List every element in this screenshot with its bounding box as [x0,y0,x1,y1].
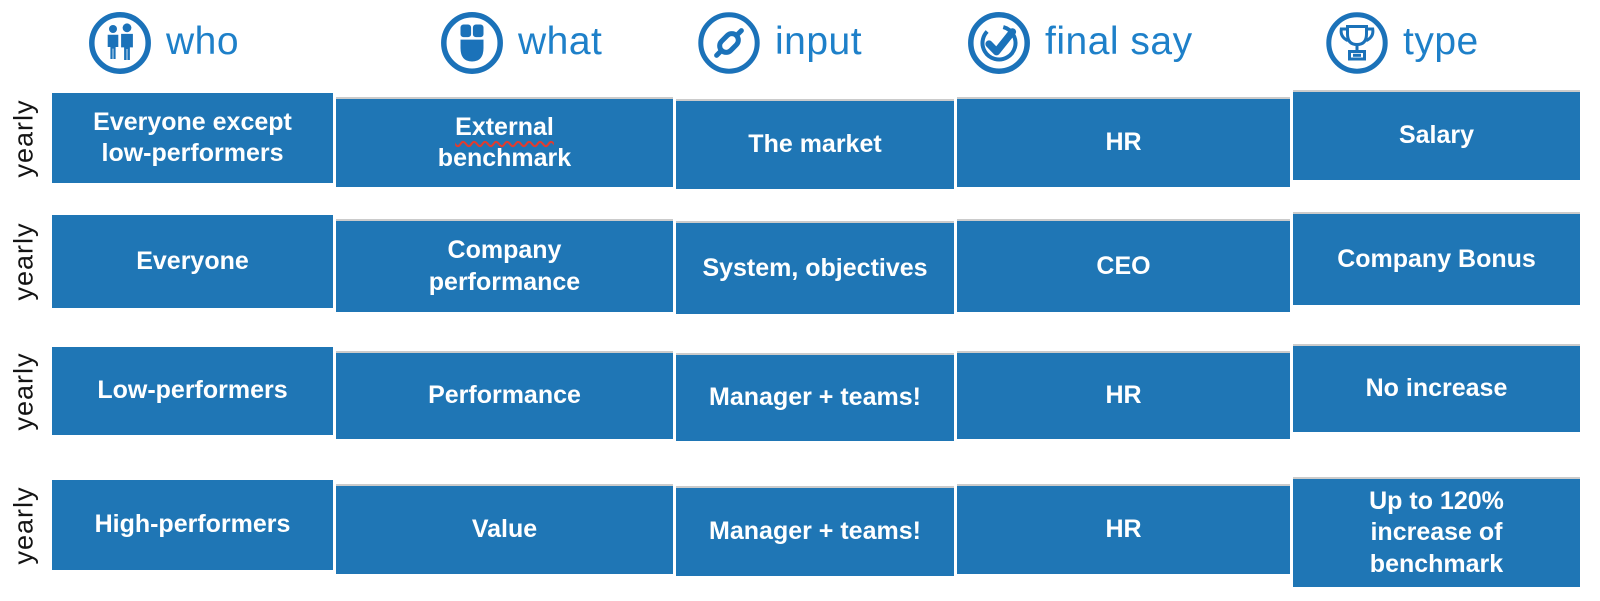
column-header-label: final say [1045,19,1193,63]
row3-who-cell: Low-performers [52,347,333,435]
column-header-input: input [697,9,862,77]
row1-input-cell: The market [676,99,954,189]
row4-input-cell: Manager + teams! [676,486,954,576]
row2-final-say-cell: CEO [957,219,1290,312]
column-header-label: type [1403,19,1479,63]
row1-final-say-cell: HR [957,97,1290,187]
row2-input-cell: System, objectives [676,221,954,314]
link-icon [697,11,761,75]
row1-period-label: yearly [9,98,39,178]
row2-period-label: yearly [9,222,39,301]
row3-what-cell: Performance [336,351,673,439]
check-icon [967,11,1031,75]
column-header-final-say: final say [967,9,1193,77]
row1-who-cell: Everyone except low-performers [52,93,333,183]
row4-who-cell: High-performers [52,480,333,570]
row1-type-cell: Salary [1293,90,1580,180]
row3-input-cell: Manager + teams! [676,353,954,441]
row2-what-cell: Company performance [336,219,673,312]
column-header-label: who [166,19,240,63]
row3-final-say-cell: HR [957,351,1290,439]
row4-final-say-cell: HR [957,484,1290,574]
trophy-icon [1325,11,1389,75]
row4-type-cell: Up to 120% increase of benchmark [1293,477,1580,587]
column-header-what: what [440,9,602,77]
mouse-icon [440,11,504,75]
row2-who-cell: Everyone [52,215,333,308]
column-header-label: input [775,19,863,63]
column-header-who: who [88,9,239,77]
column-header-label: what [518,19,603,63]
row2-type-cell: Company Bonus [1293,212,1580,305]
row3-type-cell: No increase [1293,344,1580,432]
row4-period-label: yearly [9,485,39,565]
misspelled-word: External [455,112,554,141]
people-icon [88,11,152,75]
column-header-type: type [1325,9,1479,77]
row4-what-cell: Value [336,484,673,574]
row3-period-label: yearly [9,351,39,431]
